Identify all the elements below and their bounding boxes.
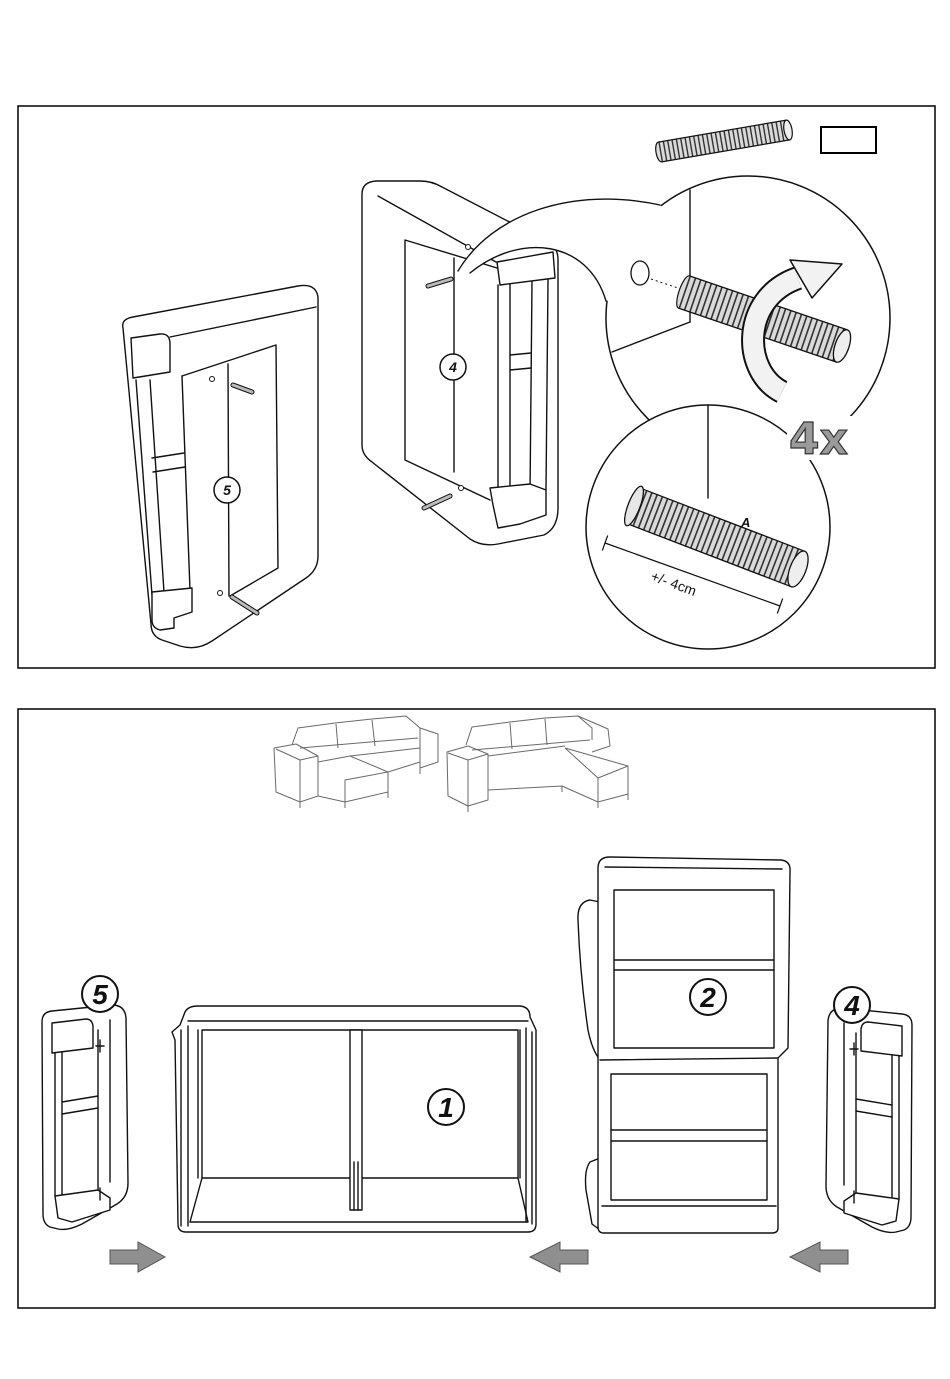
bolt-hole: [466, 245, 471, 250]
arrow-left-icon: [790, 1242, 848, 1272]
module-center-divider: [350, 1030, 362, 1210]
sofa-left-armrest: [274, 744, 318, 802]
sofa-back-cushion-bottom: [300, 738, 418, 748]
part-number-label: 4: [843, 990, 860, 1021]
part-number-label: 1: [438, 1092, 454, 1123]
sofa-thumbnail-right-chaise: [447, 716, 628, 812]
module-side-cushion-upper: [578, 900, 600, 1060]
arrow-left-icon: [530, 1242, 588, 1272]
bolt-hole: [459, 486, 464, 491]
sofa-chaise: [318, 756, 420, 802]
part-code-box: [821, 127, 876, 153]
armrest-part-5: 5: [123, 285, 318, 647]
bolt-hole: [631, 261, 649, 285]
sofa-right-armrest: [578, 716, 610, 752]
module-outline: [598, 857, 790, 1233]
part-number-label: 5: [223, 482, 231, 498]
sofa-back-cushion-divider: [336, 720, 375, 748]
bolt-letter-label: A: [740, 515, 750, 530]
armrest-bottom-block: [55, 1190, 110, 1222]
sofa-back-cushion-bottom: [472, 740, 590, 750]
armrest-bottom-block: [844, 1193, 899, 1225]
arrow-right-icon: [110, 1242, 165, 1272]
module-part-2: [578, 857, 790, 1233]
sofa-chaise: [488, 748, 628, 802]
part-number-label: 4: [448, 359, 457, 375]
armrest-part-5: [42, 1005, 128, 1229]
part-number-label: 5: [92, 979, 108, 1010]
part-number-label: 2: [699, 982, 716, 1013]
sofa-seat-front: [318, 748, 420, 762]
sofa-left-armrest: [447, 746, 488, 806]
bolt-hole: [218, 591, 223, 596]
sofa-thumbnail-left-chaise: [274, 716, 438, 808]
sofa-right-armrest: [420, 728, 438, 768]
module-part-1: [172, 1006, 536, 1232]
bolt-hole: [210, 377, 215, 382]
quantity-label: 4x: [789, 414, 848, 465]
sofa-backrest: [466, 716, 592, 745]
threaded-rod-icon: [654, 119, 793, 162]
armrest-part-4: [826, 1008, 912, 1232]
